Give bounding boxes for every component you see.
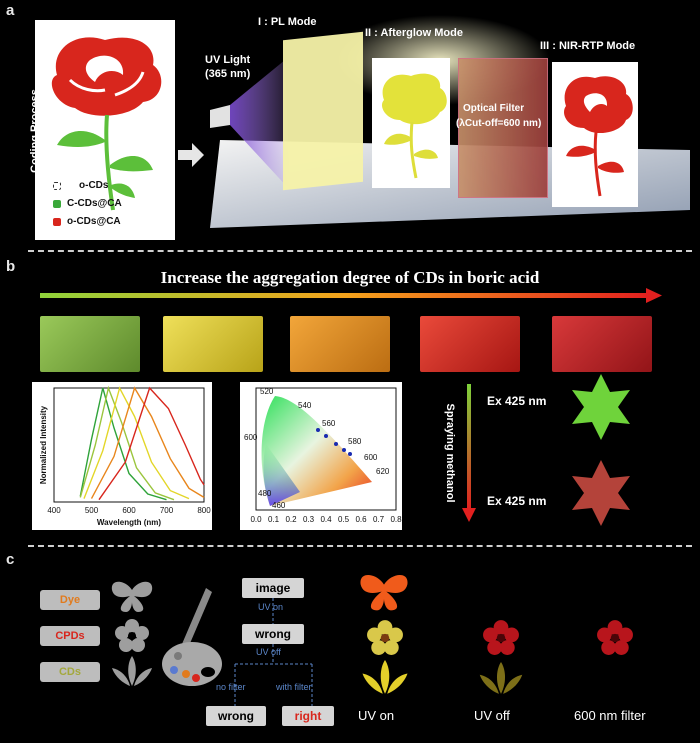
uv-on-flower	[367, 620, 403, 655]
cie-xtick-8: 0.8	[390, 515, 402, 524]
cie-xtick-1: 0.1	[268, 515, 280, 524]
flow-wrong2-box: wrong	[206, 706, 266, 726]
uv-light-label: UV Light	[205, 54, 251, 66]
flow-wrong-box: wrong	[242, 624, 304, 644]
nir-mode-card	[552, 62, 638, 207]
cie-wl-580: 580	[348, 437, 362, 446]
cie-wl-600-left: 600	[244, 433, 258, 442]
spectrum-xlabel: Wavelength (nm)	[97, 518, 161, 527]
panel-b-letter: b	[6, 258, 16, 275]
caption-uv-off: UV off	[474, 708, 510, 723]
cds-pill: CDs	[40, 662, 100, 682]
cie-xtick-4: 0.4	[320, 515, 332, 524]
butterfly-icon	[111, 581, 153, 612]
panel-c-letter: c	[6, 551, 15, 568]
uv-on-leaf	[362, 660, 408, 694]
cd-box-3	[290, 316, 390, 372]
tick-500: 500	[85, 506, 99, 515]
flow-with-filter: with filter	[276, 682, 312, 692]
process-arrow	[178, 143, 204, 167]
cie-xtick-0: 0.0	[250, 515, 262, 524]
uv-wavelength-label: (365 nm)	[205, 68, 251, 80]
optical-filter	[458, 58, 548, 198]
spectrum-ylabel: Normalized Intensity	[39, 405, 48, 484]
paint-palette-icon	[162, 588, 222, 686]
uv-off-flower	[483, 620, 519, 655]
spectrum-series-4	[90, 386, 205, 499]
tick-800: 800	[197, 506, 211, 515]
tick-400: 400	[47, 506, 61, 515]
rose-drawing	[51, 37, 162, 211]
flow-no-filter: no filter	[216, 682, 246, 692]
green-star	[572, 374, 630, 440]
cie-wl-480: 480	[258, 489, 272, 498]
uv-on-butterfly	[360, 575, 408, 611]
cie-wl-540: 540	[298, 401, 312, 410]
filter-flower	[597, 620, 633, 655]
flow-right-box: right	[282, 706, 334, 726]
cie-diagram: 520 540 560 580 600 620 600 480 460 0.0 0…	[240, 382, 402, 530]
cie-xtick-2: 0.2	[285, 515, 297, 524]
optical-filter-cutoff: (λCut-off=600 nm)	[456, 118, 542, 129]
red-star	[572, 460, 630, 526]
flow-image-box: image	[242, 578, 304, 598]
flow-uv-off: UV off	[256, 647, 281, 657]
tick-600: 600	[122, 506, 136, 515]
spectrum-series-1	[79, 387, 167, 501]
cd-box-5	[552, 316, 652, 372]
cie-wl-600: 600	[364, 453, 378, 462]
spraying-arrow	[462, 384, 476, 522]
legend-ccds-ca: C-CDs@CA	[67, 198, 122, 209]
nir-mode-label: III : NIR-RTP Mode	[540, 40, 636, 52]
cd-box-2	[163, 316, 263, 372]
afterglow-mode-label: II : Afterglow Mode	[365, 27, 463, 39]
spectrum-series-3	[83, 386, 190, 500]
cie-wl-620: 620	[376, 467, 390, 476]
cie-wl-560: 560	[322, 419, 336, 428]
flower-icon	[115, 619, 149, 652]
legend-ocds-ca: o-CDs@CA	[67, 216, 121, 227]
spraying-methanol-label: Spraying methanol	[444, 403, 456, 503]
caption-uv-on: UV on	[358, 708, 395, 723]
pl-mode-card	[283, 31, 363, 191]
optical-filter-label: Optical Filter	[463, 103, 525, 114]
panel-a-letter: a	[6, 2, 15, 19]
afterglow-mode-card	[372, 58, 450, 188]
flow-connectors	[234, 598, 313, 706]
cie-xtick-3: 0.3	[303, 515, 315, 524]
cd-box-1	[40, 316, 140, 372]
cpds-pill: CPDs	[40, 626, 100, 646]
spectrum-series-2	[79, 385, 175, 501]
caption-filter: 600 nm filter	[574, 708, 646, 723]
tick-700: 700	[160, 506, 174, 515]
aggregation-arrow	[40, 288, 662, 303]
dye-pill: Dye	[40, 590, 100, 610]
legend-ocds: o-CDs	[79, 180, 109, 191]
uv-off-leaf	[479, 662, 523, 694]
ex-425-bottom: Ex 425 nm	[487, 494, 547, 508]
divider-bc	[28, 545, 692, 547]
cie-xtick-6: 0.6	[355, 515, 367, 524]
cie-wl-460: 460	[272, 501, 286, 510]
emission-spectrum-chart: 400 500 600 700 800 Wavelength (nm) Norm…	[32, 382, 212, 530]
ex-425-top: Ex 425 nm	[487, 394, 547, 408]
rose-design-card: o-CDs C-CDs@CA o-CDs@CA	[35, 20, 175, 240]
flow-uv-on: UV on	[258, 602, 284, 612]
cie-wl-520: 520	[260, 387, 274, 396]
cie-xtick-5: 0.5	[338, 515, 350, 524]
leaf-icon	[112, 656, 152, 686]
aggregation-title: Increase the aggregation degree of CDs i…	[160, 268, 540, 287]
divider-ab	[28, 250, 692, 252]
pl-mode-label: I : PL Mode	[258, 16, 317, 28]
spectrum-series-5	[98, 386, 205, 501]
cie-xtick-7: 0.7	[373, 515, 385, 524]
cd-box-4	[420, 316, 520, 372]
